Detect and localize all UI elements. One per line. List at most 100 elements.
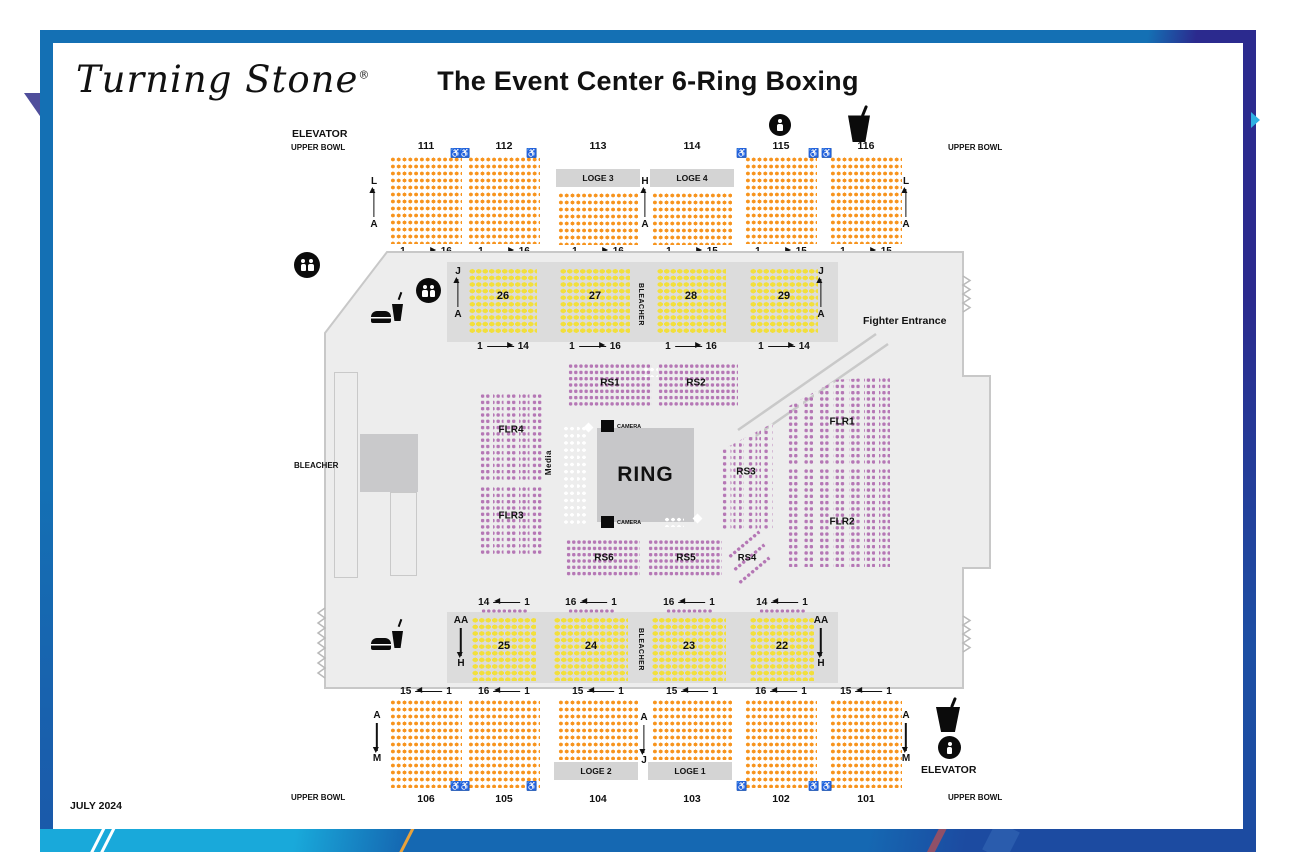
section-label-24: 24 [584,640,598,652]
page-title: The Event Center 6-Ring Boxing [437,66,859,96]
section-flr3-seats[interactable] [480,486,542,554]
arrow-left-icon [770,687,798,694]
section-rs5-seats[interactable] [648,539,722,577]
loge-4-box[interactable]: LOGE 4 [650,169,734,187]
section-27-seats[interactable] [560,268,630,334]
arrow-up-icon [817,277,823,307]
row-top: H [641,176,649,187]
arrow-left-icon [771,598,799,605]
arrow-right-icon [578,342,606,349]
section-label-flr3: FLR3 [498,510,524,522]
section-28-seats[interactable] [657,268,726,334]
section-115-seats[interactable] [745,156,817,244]
camera-label-bottom: CAMERA [617,520,642,526]
cup-body [848,115,870,142]
loge-3-box[interactable]: LOGE 3 [556,169,640,187]
arrow-up-icon [454,277,460,307]
wheelchair-icon: ♿ [736,148,748,158]
section-114-seats[interactable] [652,192,732,245]
section-116-seats[interactable] [830,156,902,244]
loge-1-box[interactable]: LOGE 1 [648,762,732,780]
section-101-seats[interactable] [830,699,902,788]
fighter-entrance-walkway-line [737,332,877,432]
arrow-down-icon [457,628,463,658]
section-flr2-seats[interactable] [788,468,894,567]
section-flr4-seats[interactable] [480,393,542,480]
curtain-squiggle-right-top [961,275,972,313]
upper-bowl-label-bottom-right: UPPER BOWL [948,793,1003,802]
arrow-left-icon [580,598,608,605]
curtain-squiggle-left [316,607,327,679]
section-23-seats[interactable] [652,617,726,681]
registered-mark: ® [358,68,371,82]
date-label: JULY 2024 [70,800,122,812]
section-label-101: 101 [857,793,875,805]
section-label-23: 23 [682,640,696,652]
section-111-seats[interactable] [390,156,462,244]
person-figure [301,259,307,271]
wheelchair-icon: ♿ [450,781,462,791]
section-label-22: 22 [775,640,789,652]
person-figure [430,285,436,297]
loge-2-box[interactable]: LOGE 2 [554,762,638,780]
section-label-103: 103 [683,793,701,805]
row-top: L [370,176,378,187]
arrow-left-icon [855,687,883,694]
ringside-row [759,608,805,614]
cup [392,304,403,321]
section-24-seats[interactable] [554,617,628,681]
arrow-left-icon [493,598,521,605]
arrow-left-icon [493,687,521,694]
section-25-seats[interactable] [472,617,536,681]
arrow-up-icon [902,187,908,217]
section-label-112: 112 [495,140,513,152]
section-rs6-seats[interactable] [566,539,640,577]
section-label-rs5: RS5 [676,552,696,564]
wheelchair-icon: ♿ [459,781,471,791]
section-26-seats[interactable] [469,268,537,334]
arrow-down-icon [902,723,908,753]
section-104-seats[interactable] [558,699,638,760]
section-rs2-seats[interactable] [658,363,738,407]
section-label-114: 114 [683,140,701,152]
section-102-seats[interactable] [745,699,817,788]
media-seats[interactable] [563,425,587,527]
arrow-down-icon [817,628,823,658]
wheelchair-icon: ♿ [526,148,538,158]
section-rs1-seats[interactable] [568,363,652,407]
upper-bowl-label-bottom-left: UPPER BOWL [291,793,346,802]
section-112-seats[interactable] [468,156,540,244]
section-label-102: 102 [772,793,790,805]
section-113-seats[interactable] [558,192,638,245]
section-29-seats[interactable] [750,268,818,334]
wheelchair-icon: ♿ [821,148,833,158]
arrow-right-icon [486,342,514,349]
food-drink-icon [371,618,403,650]
wheelchair-icon: ♿ [808,148,820,158]
section-label-29: 29 [777,290,791,302]
person-figure [308,259,314,271]
straw [950,697,957,709]
section-22-seats[interactable] [750,617,814,681]
frame-bottom-band [40,829,1256,852]
section-103-seats[interactable] [652,699,732,760]
arrow-right-icon [674,342,702,349]
arrow-up-icon [370,187,376,217]
curtain-squiggle-right-bottom [961,615,972,653]
section-label-28: 28 [684,290,698,302]
section-106-seats[interactable] [390,699,462,788]
section-105-seats[interactable] [468,699,540,788]
burger [371,638,391,650]
